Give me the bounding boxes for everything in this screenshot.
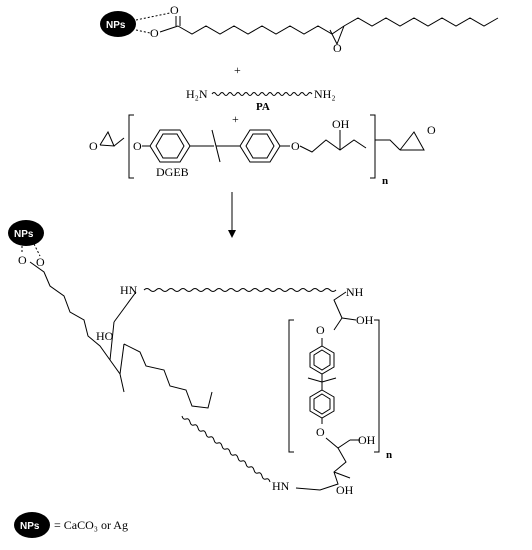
alkyl-chain [177, 25, 345, 35]
benzene-ring-2-inner [245, 133, 275, 159]
methyl-right [321, 377, 337, 383]
methyl-down [215, 145, 221, 163]
ether-oxygen-2: O [291, 139, 300, 153]
nanoparticle-icon [8, 220, 44, 246]
benzene-ring-3-inner [313, 349, 331, 371]
carbonyl-oxygen-label: O [36, 255, 45, 269]
hydroxyl-label-1: OH [332, 117, 350, 131]
left-bracket [128, 114, 134, 179]
nanoparticle-icon [100, 11, 136, 37]
bond [109, 321, 115, 361]
h2n-label: H₂N [186, 87, 208, 101]
plus-sign-2: + [232, 112, 239, 126]
bond [325, 437, 351, 449]
carbonyl-oxygen-label: O [170, 3, 179, 17]
amine-hn-label-1: HN [120, 283, 138, 297]
legend-text: = CaCO₃ or Ag [54, 518, 128, 532]
ether-oxygen-4: O [316, 425, 325, 439]
dgeb-reactant: O O DGEB O OH n O [89, 114, 436, 187]
pa-label: PA [256, 101, 270, 113]
bond [333, 471, 351, 479]
alkyl-chain-tail [343, 17, 499, 27]
hydroxyl-oh-label-2: OH [356, 313, 374, 327]
epoxide-oxygen-label: O [333, 41, 342, 55]
np-fatty-acid-reactant: NPs O O O [100, 3, 499, 55]
pa-wavy-linker-2 [181, 415, 271, 483]
ether-oxygen-1: O [133, 139, 142, 153]
crosslinked-product: NPs O O HN HO NH OH O n O [8, 220, 392, 497]
methyl-up [211, 129, 217, 147]
methyl-left [307, 377, 323, 383]
pa-wavy-linker [143, 288, 337, 292]
benzene-ring-1-inner [155, 133, 185, 159]
nh2-label: NH₂ [314, 87, 336, 101]
amine-nh-label: NH [346, 285, 364, 299]
product-left-bracket [288, 319, 294, 453]
product-alkyl-chain [29, 261, 125, 393]
carboxyl-oxygen-label: O [150, 26, 159, 40]
nanoparticle-label: NPs [14, 229, 34, 240]
repeat-n-label-2: n [386, 449, 392, 461]
carboxyl-oxygen-label: O [18, 253, 27, 267]
bond [113, 291, 137, 323]
hydroxyl-oh-label-4: OH [336, 483, 354, 497]
plus-sign-1: + [234, 63, 241, 77]
right-bracket [370, 114, 376, 179]
bond [159, 25, 179, 33]
glycerol-chain [299, 139, 367, 153]
dgeb-label: DGEB [156, 165, 189, 179]
pa-diamine-reactant: H₂N NH₂ PA [186, 87, 336, 113]
hydroxyl-oh-label-3: OH [358, 433, 376, 447]
bond [375, 139, 401, 151]
left-epoxide-oxygen: O [89, 139, 98, 153]
product-alkyl-tail [123, 343, 213, 409]
hydroxyl-ho-label: HO [96, 329, 114, 343]
right-epoxide-ring [399, 131, 425, 151]
nanoparticle-label: NPs [106, 20, 126, 31]
product-right-bracket [374, 319, 380, 453]
bond [119, 343, 125, 375]
coordination-bond [135, 12, 171, 21]
bond [113, 137, 125, 147]
epoxide-ring [329, 25, 345, 46]
amine-hn-label-2: HN [272, 479, 290, 493]
ether-oxygen-3: O [316, 323, 325, 337]
legend: NPs = CaCO₃ or Ag [14, 512, 128, 538]
right-epoxide-oxygen: O [427, 123, 436, 137]
nanoparticle-icon [14, 512, 50, 538]
nanoparticle-label: NPs [20, 521, 40, 532]
bond [341, 317, 357, 321]
bond [295, 447, 347, 491]
benzene-ring-4-inner [313, 393, 331, 415]
coordination-bond [135, 29, 151, 34]
repeat-n-label-1: n [382, 175, 388, 187]
bond [333, 291, 347, 331]
left-epoxide-ring [99, 130, 115, 147]
pa-wavy-chain [211, 92, 313, 96]
